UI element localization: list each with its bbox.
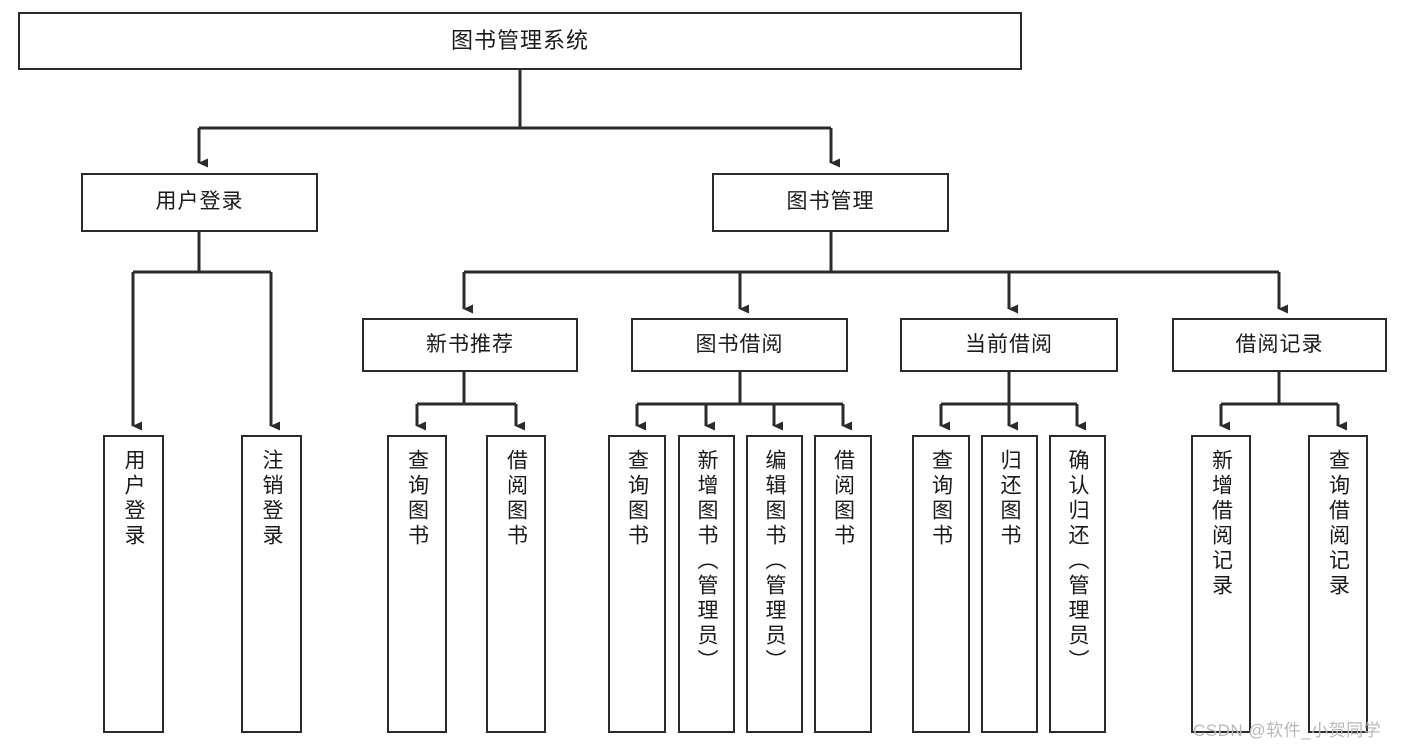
node-label: 新书推荐 bbox=[426, 332, 514, 356]
leaf-user-login[interactable]: 用户登录 bbox=[103, 435, 164, 733]
node-new-book-recommend[interactable]: 新书推荐 bbox=[362, 318, 578, 372]
node-label: 借阅记录 bbox=[1235, 332, 1324, 356]
leaf-borrow-book-newbook[interactable]: 借阅图书 bbox=[486, 435, 546, 733]
node-label: 查询借阅记录 bbox=[1326, 449, 1350, 599]
node-label: 新增借阅记录 bbox=[1209, 449, 1233, 599]
edges bbox=[131, 70, 1348, 431]
leaf-edit-book[interactable]: 编辑图书（管理员） bbox=[746, 435, 803, 733]
leaf-query-book-newbook[interactable]: 查询图书 bbox=[387, 435, 447, 733]
node-label: 图书管理系统 bbox=[450, 28, 589, 54]
csdn-watermark: CSDN @软件_小贺同学 bbox=[1193, 721, 1382, 740]
node-label: 新增图书（管理员） bbox=[695, 449, 719, 674]
node-label: 图书借阅 bbox=[695, 332, 784, 356]
node-label: 借阅图书 bbox=[831, 449, 855, 549]
leaf-return-book[interactable]: 归还图书 bbox=[981, 435, 1038, 733]
leaf-add-borrow-record[interactable]: 新增借阅记录 bbox=[1191, 435, 1251, 733]
node-user-login[interactable]: 用户登录 bbox=[81, 173, 318, 232]
leaf-query-borrow-record[interactable]: 查询借阅记录 bbox=[1308, 435, 1368, 733]
leaf-add-book[interactable]: 新增图书（管理员） bbox=[678, 435, 735, 733]
node-label: 当前借阅 bbox=[965, 332, 1053, 356]
node-label: 注销登录 bbox=[260, 449, 284, 549]
node-label: 查询图书 bbox=[929, 449, 953, 549]
node-label: 查询图书 bbox=[625, 449, 649, 549]
node-borrow-records[interactable]: 借阅记录 bbox=[1172, 318, 1387, 372]
node-label: 归还图书 bbox=[998, 449, 1022, 549]
leaf-query-book-borrow[interactable]: 查询图书 bbox=[608, 435, 666, 733]
node-label: 查询图书 bbox=[405, 449, 429, 549]
node-root[interactable]: 图书管理系统 bbox=[18, 12, 1022, 70]
node-book-borrow[interactable]: 图书借阅 bbox=[631, 318, 848, 372]
leaf-query-book-current[interactable]: 查询图书 bbox=[912, 435, 970, 733]
node-label: 用户登录 bbox=[122, 449, 146, 549]
node-label: 确认归还（管理员） bbox=[1066, 449, 1090, 674]
leaf-borrow-book-borrow[interactable]: 借阅图书 bbox=[814, 435, 872, 733]
node-label: 图书管理 bbox=[786, 190, 875, 214]
node-label: 用户登录 bbox=[155, 190, 244, 214]
leaf-confirm-return[interactable]: 确认归还（管理员） bbox=[1049, 435, 1106, 733]
leaf-user-logout[interactable]: 注销登录 bbox=[241, 435, 302, 733]
node-label: 借阅图书 bbox=[504, 449, 528, 549]
node-book-management[interactable]: 图书管理 bbox=[712, 173, 949, 232]
node-label: 编辑图书（管理员） bbox=[763, 449, 787, 674]
node-current-borrow[interactable]: 当前借阅 bbox=[900, 318, 1118, 372]
